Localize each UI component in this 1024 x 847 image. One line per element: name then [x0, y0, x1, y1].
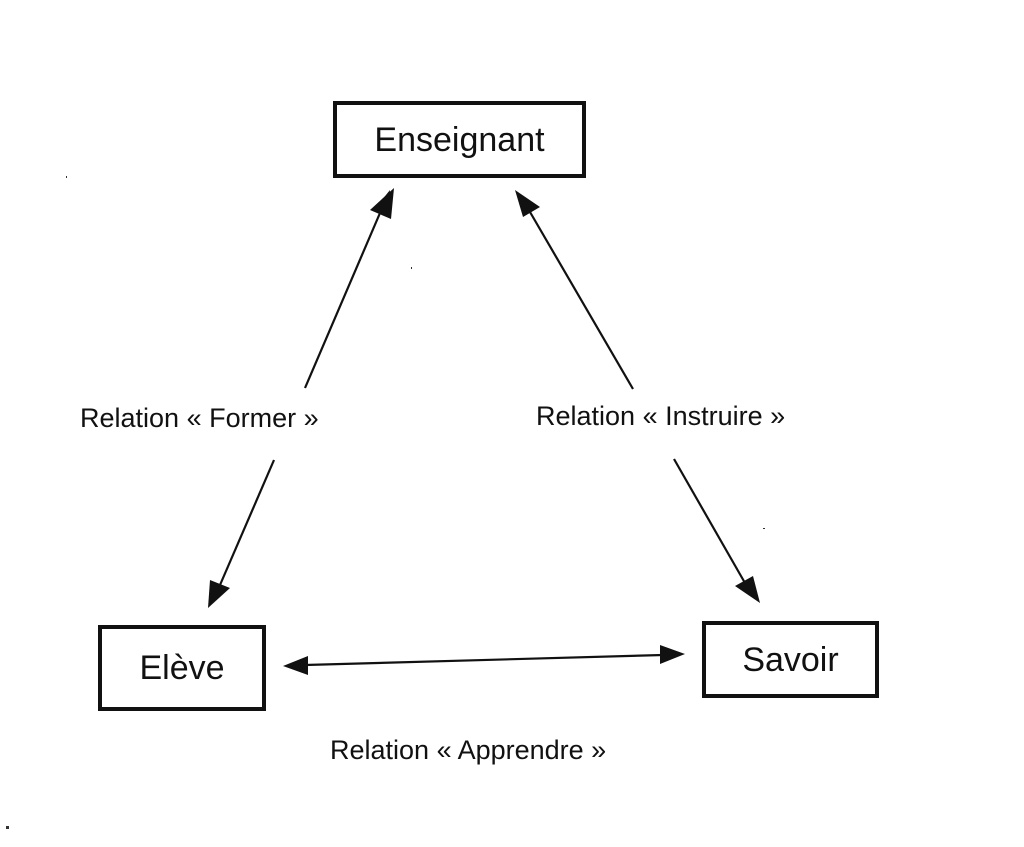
arrowhead-former-eleve [208, 580, 230, 608]
node-savoir-label: Savoir [742, 640, 839, 679]
node-eleve: Elève [98, 625, 266, 711]
scan-speck [6, 826, 9, 829]
node-enseignant: Enseignant [333, 101, 586, 178]
arrowhead-instruire-enseignant [515, 190, 540, 217]
arrowhead-instruire-savoir [735, 576, 760, 603]
relation-former-label: Relation « Former » [80, 403, 319, 433]
arrow-former-to-enseignant [303, 212, 382, 389]
relation-apprendre-label: Relation « Apprendre » [330, 735, 607, 765]
arrow-instruire-to-enseignant [529, 211, 634, 390]
scan-speck [66, 176, 67, 178]
arrowhead-apprendre-savoir [660, 645, 685, 664]
arrow-apprendre [304, 653, 664, 667]
node-eleve-label: Elève [139, 649, 225, 687]
arrowhead-apprendre-eleve [283, 656, 308, 675]
arrow-instruire-to-savoir [673, 458, 746, 584]
arrow-former-to-eleve [218, 459, 276, 586]
arrowhead-former-enseignant-fill [370, 188, 394, 219]
scan-speck [411, 267, 412, 269]
scan-speck [763, 528, 765, 529]
relation-instruire-label: Relation « Instruire » [536, 401, 786, 431]
node-enseignant-label: Enseignant [374, 120, 545, 159]
node-savoir: Savoir [702, 621, 879, 698]
